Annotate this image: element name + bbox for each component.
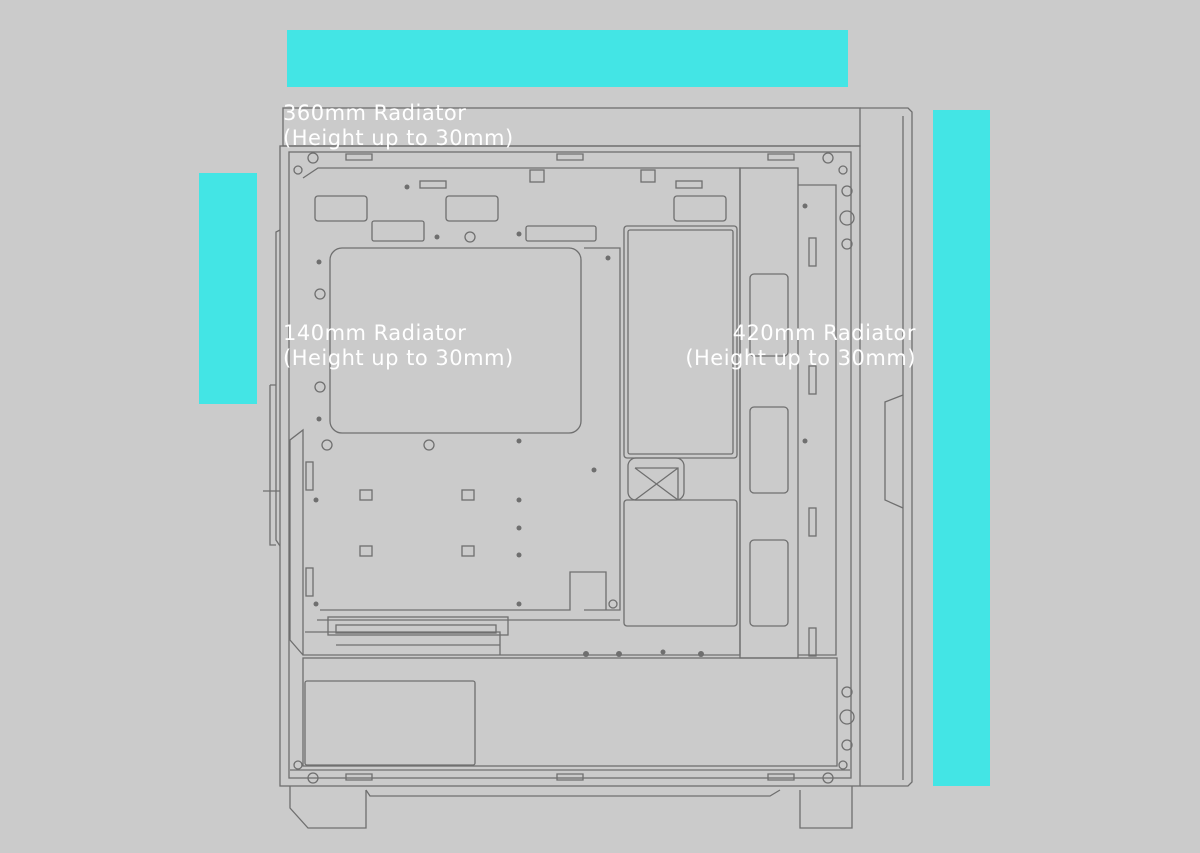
front-radiator-size: 420mm Radiator	[732, 321, 916, 345]
drive-plate-lower	[623, 499, 738, 627]
drive-plate-upper	[623, 225, 738, 459]
psu-vent	[304, 680, 476, 766]
case-frame	[279, 145, 861, 787]
motherboard-tray	[289, 167, 741, 656]
rear-radiator-height: (Height up to 30mm)	[283, 346, 514, 370]
psu-shroud	[302, 657, 838, 767]
left-radiator-zone	[199, 173, 257, 404]
top-radiator-zone	[287, 30, 848, 87]
front-foot	[799, 786, 853, 829]
rear-radiator-label: 140mm Radiator (Height up to 30mm)	[283, 321, 514, 371]
cable-channel	[739, 167, 799, 659]
front-panel	[860, 107, 913, 787]
top-radiator-size: 360mm Radiator	[283, 101, 467, 125]
rear-radiator-size: 140mm Radiator	[283, 321, 467, 345]
rear-foot	[289, 786, 367, 829]
front-radiator-height: (Height up to 30mm)	[685, 346, 916, 370]
right-radiator-zone	[933, 110, 990, 786]
top-radiator-label: 360mm Radiator (Height up to 30mm)	[283, 101, 514, 151]
pcie-bracket	[327, 616, 509, 636]
front-radiator-label: 420mm Radiator (Height up to 30mm)	[676, 321, 916, 371]
top-radiator-height: (Height up to 30mm)	[283, 126, 514, 150]
cpu-cutout	[329, 247, 582, 434]
